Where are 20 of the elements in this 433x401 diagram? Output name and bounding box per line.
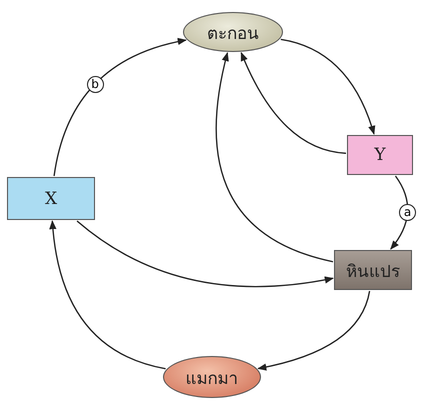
node-label: ตะกอน [207,22,259,46]
ellipse-node [163,356,261,398]
arrow [216,52,334,262]
process-box [347,135,413,175]
ellipse-node [183,12,283,52]
arrow [53,38,187,176]
edge-label: a [399,204,416,221]
node-label: แมกมา [186,368,238,390]
arrow [390,176,408,250]
edge-label: b [86,76,104,93]
arrow [257,290,370,370]
process-box [7,177,95,220]
arrow [76,220,334,288]
arrow [280,38,375,135]
node-label: หินแปร [346,260,400,284]
process-box [334,250,412,290]
arrow [49,220,166,370]
arrow [240,52,346,154]
node-label: X [44,188,58,208]
node-label: Y [374,145,386,165]
